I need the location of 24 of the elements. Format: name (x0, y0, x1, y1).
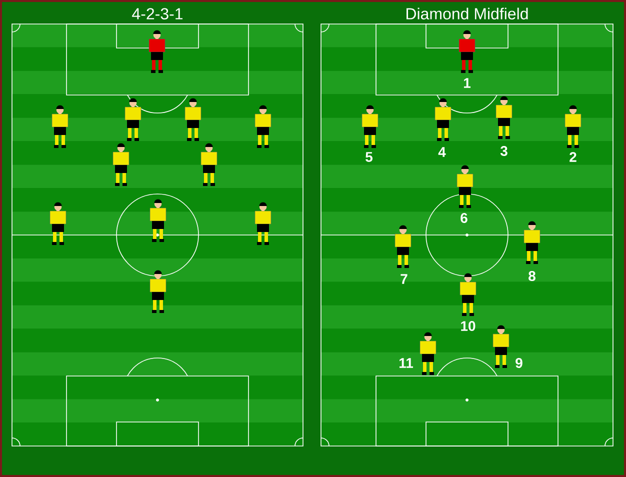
player-figure (150, 199, 166, 242)
player-figure (254, 105, 272, 148)
player-number: 8 (528, 271, 536, 281)
player-figure (52, 105, 68, 148)
player-figure (124, 98, 142, 141)
player-figure (150, 270, 166, 313)
player-number: 1 (464, 78, 471, 88)
player-figure (184, 98, 202, 141)
player-figure (50, 202, 66, 245)
player-number: 2 (570, 152, 576, 162)
pitch-title: Diamond Midfield (406, 8, 528, 20)
pitch-title: 4-2-3-1 (132, 8, 182, 20)
player-figure (200, 143, 218, 186)
player-figure (254, 202, 272, 245)
player-number: 9 (516, 358, 522, 368)
player-number: 10 (461, 321, 476, 331)
player-number: 3 (500, 146, 508, 156)
player-number: 5 (366, 152, 373, 162)
player-figure (148, 30, 166, 73)
player-figure (112, 143, 130, 186)
player-number: 6 (460, 213, 468, 223)
player-number: 7 (400, 274, 408, 284)
player-number: 11 (399, 358, 414, 368)
player-number: 4 (438, 147, 446, 157)
